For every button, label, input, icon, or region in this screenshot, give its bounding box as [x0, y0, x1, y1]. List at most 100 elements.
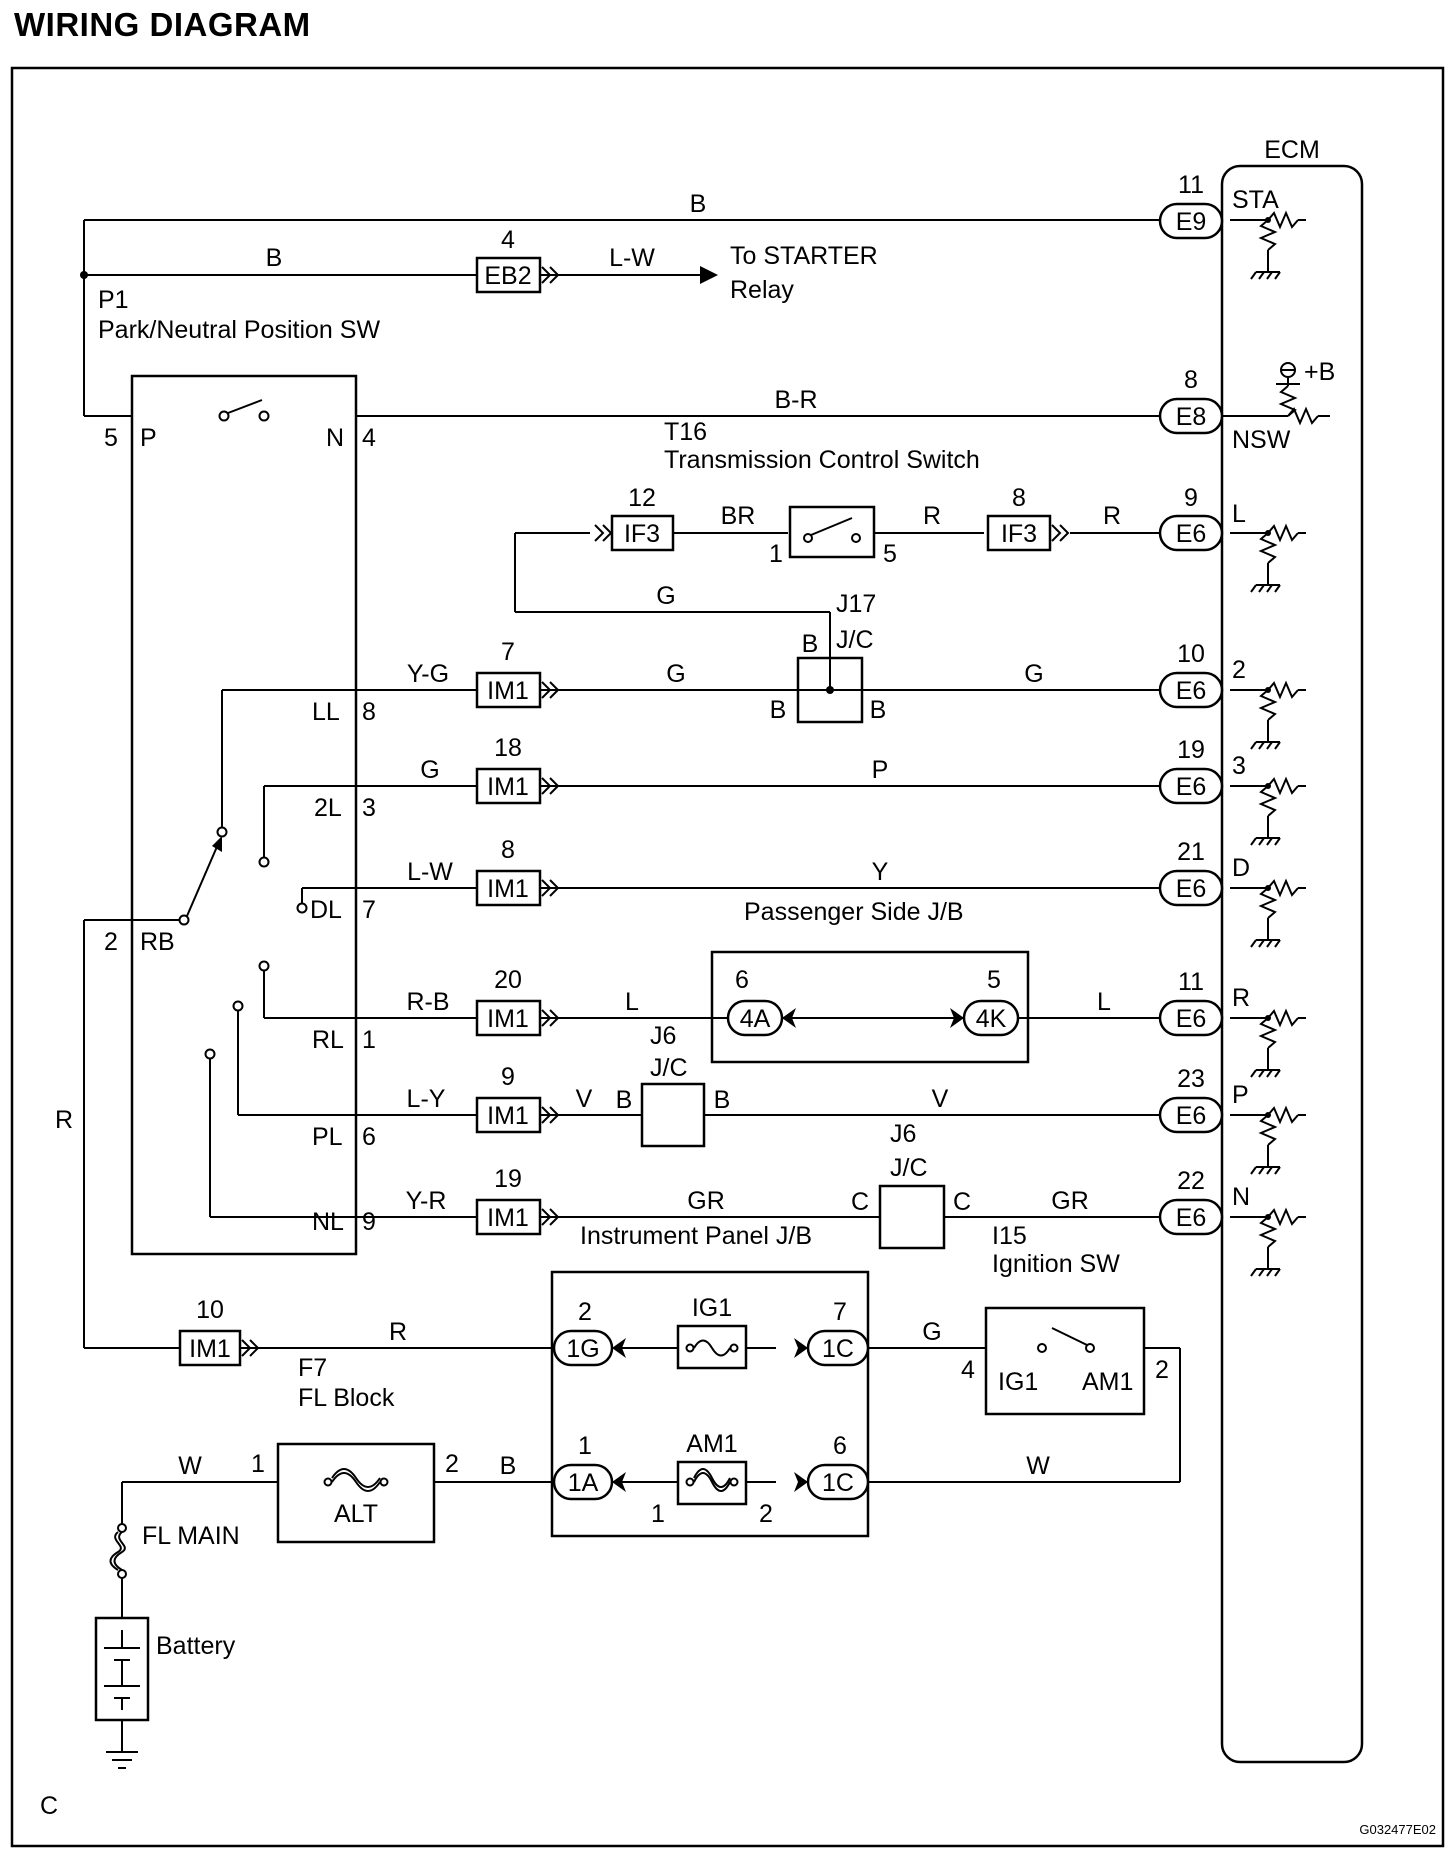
svg-text:E6: E6 — [1176, 1005, 1207, 1033]
svg-text:NL: NL — [312, 1208, 344, 1236]
svg-text:Passenger Side J/B: Passenger Side J/B — [744, 898, 964, 926]
svg-text:G: G — [656, 582, 675, 610]
svg-text:Ignition SW: Ignition SW — [992, 1250, 1120, 1278]
ig-sw-pin4: 4 — [961, 1356, 975, 1384]
ignition-switch — [984, 1306, 1146, 1416]
am1-fuse-label: AM1 — [686, 1430, 737, 1458]
svg-text:7: 7 — [501, 638, 515, 666]
connector-im1-ll: IM1 — [475, 671, 559, 709]
svg-text:J6: J6 — [890, 1120, 916, 1148]
svg-text:19: 19 — [494, 1165, 522, 1193]
svg-text:B: B — [266, 244, 283, 272]
svg-text:8: 8 — [362, 698, 376, 726]
svg-text:6: 6 — [362, 1123, 376, 1151]
svg-text:BR: BR — [721, 502, 756, 530]
svg-text:9: 9 — [1184, 484, 1198, 512]
svg-text:L-Y: L-Y — [407, 1085, 446, 1113]
ecm-connector-e6-n: E6 — [1158, 1198, 1224, 1236]
svg-text:G: G — [666, 660, 685, 688]
svg-text:E6: E6 — [1176, 773, 1207, 801]
ig-sw-am1-label: AM1 — [1082, 1368, 1133, 1396]
am1-fuse — [676, 1460, 748, 1506]
connector-1c-top: 1C — [794, 1329, 870, 1367]
connector-im1-rl: IM1 — [475, 999, 559, 1037]
svg-text:GR: GR — [687, 1187, 725, 1215]
svg-text:1: 1 — [651, 1500, 665, 1528]
svg-text:RB: RB — [140, 928, 175, 956]
connector-if3-right: IF3 — [986, 514, 1069, 552]
starter-arrow-icon — [700, 266, 718, 284]
svg-text:Park/Neutral Position SW: Park/Neutral Position SW — [98, 316, 380, 344]
ecm-connector-e6-3: E6 — [1158, 767, 1224, 805]
svg-text:2: 2 — [104, 928, 118, 956]
svg-text:Y: Y — [872, 858, 889, 886]
svg-text:E6: E6 — [1176, 1102, 1207, 1130]
svg-text:19: 19 — [1177, 736, 1205, 764]
component-labels: P1 Park/Neutral Position SW T16 Transmis… — [98, 286, 1120, 1660]
starter-relay-label: Relay — [730, 276, 794, 304]
svg-text:E6: E6 — [1176, 677, 1207, 705]
svg-text:PL: PL — [312, 1123, 343, 1151]
svg-text:6: 6 — [833, 1432, 847, 1460]
svg-text:2: 2 — [759, 1500, 773, 1528]
connector-im1-nl: IM1 — [475, 1198, 559, 1236]
svg-text:IF3: IF3 — [624, 520, 660, 548]
svg-text:4K: 4K — [976, 1005, 1007, 1033]
ecm-box — [1220, 164, 1364, 1764]
svg-text:IM1: IM1 — [487, 1102, 529, 1130]
ecm-connector-e6-l: E6 — [1158, 514, 1224, 552]
ig1-fuse — [676, 1324, 748, 1370]
svg-text:IM1: IM1 — [487, 1204, 529, 1232]
svg-text:9: 9 — [501, 1063, 515, 1091]
ecm-connector-e8: E8 — [1158, 397, 1224, 435]
svg-text:F7: F7 — [298, 1354, 327, 1382]
svg-text:J/C: J/C — [890, 1154, 928, 1182]
svg-text:4A: 4A — [740, 1005, 771, 1033]
svg-text:12: 12 — [628, 484, 656, 512]
connector-1g: 1G — [552, 1329, 626, 1367]
plus-b-label: +B — [1304, 358, 1335, 386]
svg-text:3: 3 — [362, 794, 376, 822]
svg-text:W: W — [178, 1452, 202, 1480]
connector-if3-left: IF3 — [594, 514, 675, 552]
svg-text:B: B — [690, 190, 707, 218]
svg-text:8: 8 — [1012, 484, 1026, 512]
connector-4a: 4A — [726, 999, 796, 1037]
svg-text:Y-R: Y-R — [406, 1187, 447, 1215]
svg-text:C: C — [851, 1188, 869, 1216]
svg-text:G: G — [922, 1318, 941, 1346]
alt-label: ALT — [334, 1500, 378, 1528]
junction-dot — [80, 271, 88, 279]
svg-text:3: 3 — [1232, 752, 1246, 780]
svg-text:T16: T16 — [664, 418, 707, 446]
nsw-pullup — [1222, 362, 1330, 424]
svg-text:P1: P1 — [98, 286, 129, 314]
svg-text:IM1: IM1 — [487, 1005, 529, 1033]
fl-main-fusible-link-icon — [109, 1523, 127, 1579]
figure-code: G032477E02 — [1359, 1822, 1436, 1837]
svg-text:L: L — [625, 988, 639, 1016]
svg-text:STA: STA — [1232, 186, 1279, 214]
svg-text:R: R — [923, 502, 941, 530]
ecm-connector-e6-p: E6 — [1158, 1096, 1224, 1134]
svg-text:EB2: EB2 — [484, 262, 531, 290]
ecm-connector-e6-r: E6 — [1158, 999, 1224, 1037]
svg-text:1C: 1C — [822, 1335, 854, 1363]
svg-text:D: D — [1232, 854, 1250, 882]
svg-text:E6: E6 — [1176, 1204, 1207, 1232]
svg-text:L: L — [1097, 988, 1111, 1016]
wires — [83, 219, 1181, 1752]
ig-sw-ig1-label: IG1 — [998, 1368, 1038, 1396]
svg-text:P: P — [140, 424, 157, 452]
svg-text:N: N — [326, 424, 344, 452]
inline-pin-numbers: 4 12 8 7 18 8 20 9 19 10 — [196, 226, 1026, 1324]
transmission-control-switch — [788, 505, 876, 559]
svg-text:E6: E6 — [1176, 520, 1207, 548]
svg-text:1A: 1A — [568, 1469, 599, 1497]
svg-text:B-R: B-R — [774, 386, 817, 414]
svg-text:IM1: IM1 — [487, 875, 529, 903]
svg-text:C: C — [953, 1188, 971, 1216]
svg-text:1: 1 — [362, 1026, 376, 1054]
diagram-frame — [10, 66, 1445, 1848]
jb-pin-numbers: 2 7 1 6 1 2 — [578, 1298, 847, 1528]
